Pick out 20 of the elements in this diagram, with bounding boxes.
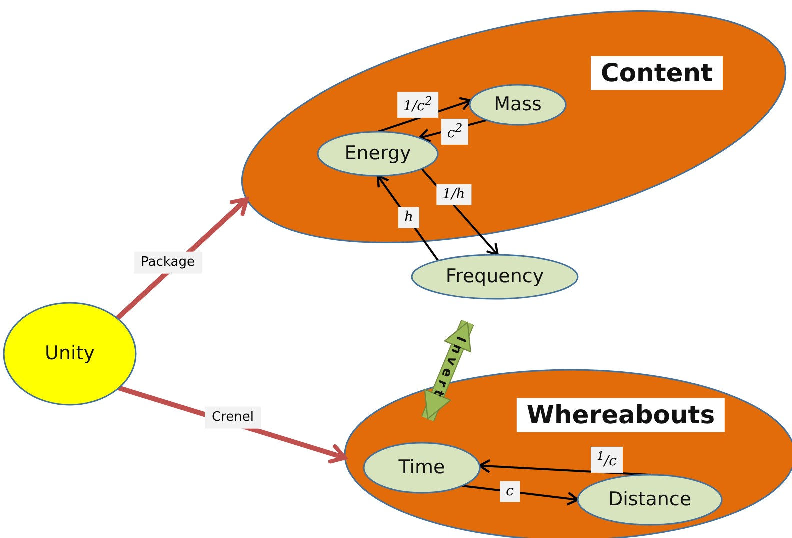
node-label: Distance <box>608 490 692 510</box>
node-label: Mass <box>494 94 542 116</box>
arrow <box>462 485 580 506</box>
node-label: Energy <box>344 144 412 164</box>
edge-label: c$^{2}$ <box>441 118 469 146</box>
edge-label: $^{1}$/c <box>591 446 623 474</box>
arrow <box>478 459 650 476</box>
group-heading: Content <box>591 56 723 90</box>
edge-label: h <box>398 207 420 229</box>
edge-label: 1/c$^{2}$ <box>398 92 438 118</box>
node-label: Unity <box>45 344 95 364</box>
double-arrow <box>422 320 474 422</box>
arrow <box>376 174 440 262</box>
edge-label: Crenel <box>205 406 261 430</box>
node-label: Frequency <box>446 266 544 288</box>
node-label: Time <box>398 458 446 478</box>
edge-label: c <box>500 481 520 503</box>
edge-label: Package <box>134 252 202 274</box>
group-heading: Whereabouts <box>516 398 726 432</box>
edge-label: 1/h <box>436 184 472 206</box>
